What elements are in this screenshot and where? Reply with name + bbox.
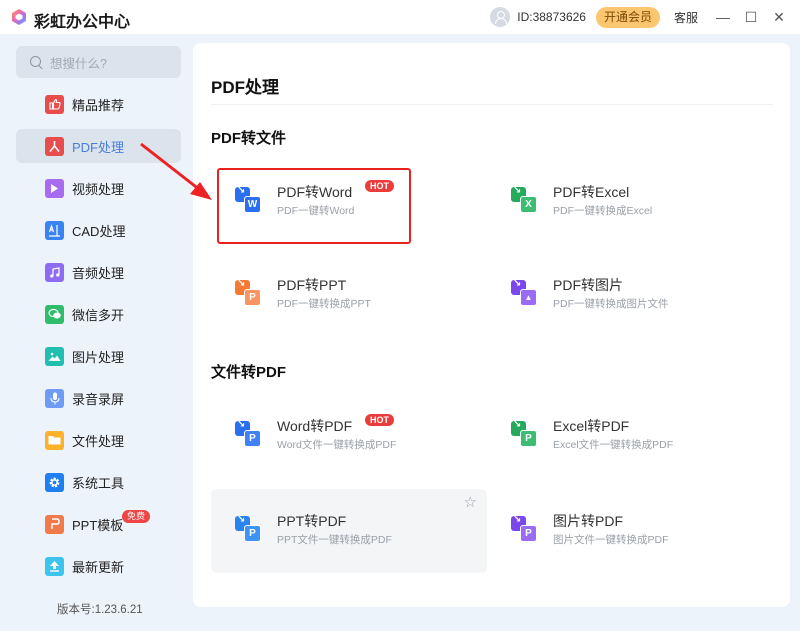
sidebar-item-file[interactable]: 文件处理 [16, 423, 181, 457]
minimize-icon: — [716, 9, 730, 25]
card-subtitle: PDF一键转换成PPT [277, 298, 371, 310]
ppt-to-pdf-icon: P [235, 514, 261, 542]
version-label: 版本号:1.23.6.21 [57, 604, 143, 616]
minimize-button[interactable]: — [712, 6, 734, 28]
card-title: Word转PDF [277, 418, 353, 434]
sidebar-item-label: 音频处理 [72, 265, 125, 281]
card-word-to-pdf[interactable]: P Word转PDF HOT Word文件一键转换成PDF [211, 394, 487, 478]
user-avatar-icon[interactable] [490, 7, 511, 27]
play-icon [45, 178, 64, 198]
search-placeholder: 想搜什么? [50, 56, 107, 71]
thumbs-up-icon [45, 94, 64, 114]
user-id: ID:38873626 [517, 10, 586, 24]
card-subtitle: PPT文件一键转换成PDF [277, 534, 392, 546]
wechat-icon [45, 304, 64, 324]
sidebar-item-label: 精品推荐 [72, 97, 125, 113]
sidebar-item-pdf[interactable]: PDF处理 [16, 129, 181, 163]
hot-badge: HOT [365, 180, 394, 192]
card-title: PDF转图片 [553, 277, 623, 293]
pdf-to-ppt-icon: P [235, 278, 261, 306]
sidebar-item-label: 最新更新 [72, 559, 125, 575]
sidebar-item-video[interactable]: 视频处理 [16, 171, 181, 205]
card-title: PDF转Excel [553, 184, 630, 200]
sidebar: 想搜什么? 精品推荐 PDF处理 视频处理 CAD处理 音频处理 [0, 34, 193, 631]
card-pdf-to-ppt[interactable]: P PDF转PPT PDF一键转换成PPT [211, 253, 487, 337]
sidebar-item-label: 系统工具 [72, 475, 125, 491]
page-title: PDF处理 [211, 78, 279, 97]
sidebar-item-label: 录音录屏 [72, 391, 125, 407]
search-icon [30, 55, 43, 69]
sidebar-item-recommended[interactable]: 精品推荐 [16, 87, 181, 121]
pdf-to-word-icon: W [235, 185, 261, 213]
sidebar-item-audio[interactable]: 音频处理 [16, 255, 181, 289]
sidebar-item-label: 文件处理 [72, 433, 125, 449]
sidebar-item-label: 视频处理 [72, 181, 125, 197]
cad-icon [45, 220, 64, 240]
main-panel: PDF处理 PDF转文件 W PDF转Word HOT PDF一键转Word X… [193, 43, 790, 607]
sidebar-item-image[interactable]: 图片处理 [16, 339, 181, 373]
customer-service-button[interactable]: 客服 [673, 10, 698, 25]
card-pdf-to-image[interactable]: ▲ PDF转图片 PDF一键转换成图片文件 [487, 253, 763, 337]
card-image-to-pdf[interactable]: P 图片转PDF 图片文件一键转换成PDF [487, 489, 763, 573]
close-button[interactable]: ✕ [768, 6, 790, 28]
search-input[interactable]: 想搜什么? [16, 46, 181, 78]
sidebar-item-latest-updates[interactable]: 最新更新 [16, 549, 181, 583]
sidebar-item-label: PPT模板 [72, 517, 124, 533]
card-title: 图片转PDF [553, 513, 623, 529]
sidebar-item-label: PDF处理 [72, 139, 125, 155]
sidebar-item-recording[interactable]: 录音录屏 [16, 381, 181, 415]
section-title-pdf-to-file: PDF转文件 [211, 130, 287, 147]
gear-icon [45, 472, 64, 492]
favorite-star-icon[interactable]: ☆ [463, 494, 477, 511]
sidebar-item-label: 图片处理 [72, 349, 125, 365]
card-subtitle: PDF一键转换成图片文件 [553, 298, 669, 310]
app-title: 彩虹办公中心 [34, 14, 131, 31]
image-to-pdf-icon: P [511, 514, 537, 542]
music-icon [45, 262, 64, 282]
card-title: Excel转PDF [553, 418, 630, 434]
sidebar-item-wechat[interactable]: 微信多开 [16, 297, 181, 331]
rainbow-logo-icon [12, 9, 26, 25]
divider [211, 104, 773, 105]
ppt-icon [45, 514, 64, 534]
sidebar-item-cad[interactable]: CAD处理 [16, 213, 181, 247]
card-pdf-to-word[interactable]: W PDF转Word HOT PDF一键转Word [211, 160, 487, 244]
sidebar-item-system-tools[interactable]: 系统工具 [16, 465, 181, 499]
folder-icon [45, 430, 64, 450]
upload-icon [45, 556, 64, 576]
maximize-button[interactable]: ☐ [740, 6, 762, 28]
card-title: PDF转Word [277, 184, 353, 200]
open-vip-button[interactable]: 开通会员 [595, 6, 660, 28]
sidebar-item-ppt-template[interactable]: PPT模板 免费 [16, 507, 181, 541]
sidebar-item-label: 微信多开 [72, 307, 125, 323]
section-title-file-to-pdf: 文件转PDF [211, 364, 287, 381]
excel-to-pdf-icon: P [511, 419, 537, 447]
card-title: PPT转PDF [277, 513, 347, 529]
card-subtitle: PDF一键转Word [277, 205, 355, 217]
card-subtitle: PDF一键转换成Excel [553, 205, 653, 217]
pdf-to-excel-icon: X [511, 185, 537, 213]
microphone-icon [45, 388, 64, 408]
annotation-arrow-icon [140, 142, 212, 200]
free-badge: 免费 [122, 510, 151, 523]
maximize-icon: ☐ [744, 8, 758, 25]
card-excel-to-pdf[interactable]: P Excel转PDF Excel文件一键转换成PDF [487, 394, 763, 478]
card-title: PDF转PPT [277, 277, 347, 293]
card-ppt-to-pdf[interactable]: P PPT转PDF PPT文件一键转换成PDF ☆ [211, 489, 487, 573]
card-pdf-to-excel[interactable]: X PDF转Excel PDF一键转换成Excel [487, 160, 763, 244]
sidebar-item-label: CAD处理 [72, 223, 126, 239]
image-icon [45, 346, 64, 366]
card-subtitle: Excel文件一键转换成PDF [553, 439, 674, 451]
close-icon: ✕ [773, 8, 785, 25]
word-to-pdf-icon: P [235, 419, 261, 447]
card-subtitle: 图片文件一键转换成PDF [553, 534, 669, 546]
pdf-icon [45, 136, 64, 156]
title-bar: 彩虹办公中心 ID:38873626 开通会员 客服 — ☐ ✕ [0, 0, 800, 34]
annotation-highlight-box [217, 168, 411, 244]
pdf-to-image-icon: ▲ [511, 278, 537, 306]
card-subtitle: Word文件一键转换成PDF [277, 439, 397, 451]
hot-badge: HOT [365, 414, 394, 426]
